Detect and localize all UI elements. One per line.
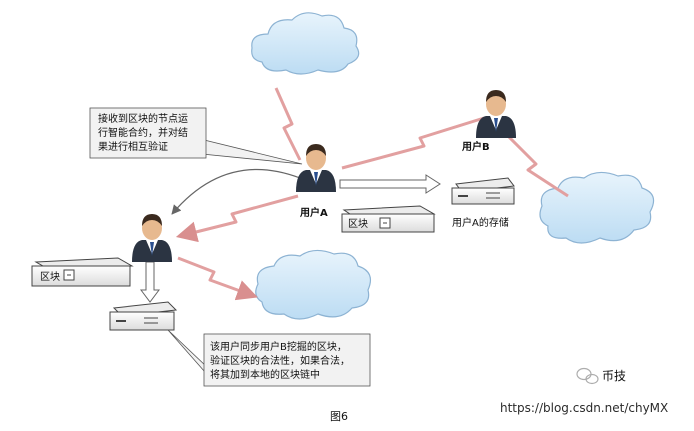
top-note-callout: [89, 107, 303, 165]
left-storage-device-icon: [109, 301, 178, 331]
block-left-label: 区块: [40, 271, 60, 283]
cloud-top: [251, 12, 360, 75]
bottom-note-line-3: 将其加到本地的区块链中: [210, 368, 320, 381]
bottom-note-line-1: 该用户同步用户B挖掘的区块，: [210, 340, 347, 353]
cloud-right: [539, 171, 655, 244]
user-b-person-icon: [476, 90, 516, 138]
storage-arrow: [339, 174, 441, 194]
block-left-device: [31, 257, 134, 287]
storage-label: 用户A的存储: [452, 216, 509, 229]
watermark-url: https://blog.csdn.net/chyMX: [500, 401, 668, 415]
wechat-icon: [576, 367, 599, 385]
user-a-person-icon: [296, 144, 336, 192]
sync-curve-arrow: [171, 168, 301, 215]
user-a-label: 用户A: [299, 206, 328, 219]
bottom-note-line-2: 验证区块的合法性，如果合法，: [210, 354, 350, 367]
top-note-line-2: 行智能合约，并对结: [98, 126, 188, 139]
lightning-links: [175, 87, 569, 301]
bottom-note-callout: [167, 329, 371, 387]
block-center-device: [341, 205, 436, 233]
watermark-wechat-name: 币技: [602, 369, 626, 383]
user-left-person-icon: [132, 214, 172, 262]
down-arrow: [140, 261, 160, 303]
user-b-label: 用户B: [461, 140, 490, 153]
top-note-line-3: 果进行相互验证: [98, 140, 168, 153]
block-center-label: 区块: [348, 218, 368, 230]
figure-caption: 图6: [330, 410, 348, 423]
cloud-bottom-center: [255, 249, 371, 320]
top-note-line-1: 接收到区块的节点运: [98, 112, 188, 125]
storage-device-icon: [451, 177, 515, 205]
